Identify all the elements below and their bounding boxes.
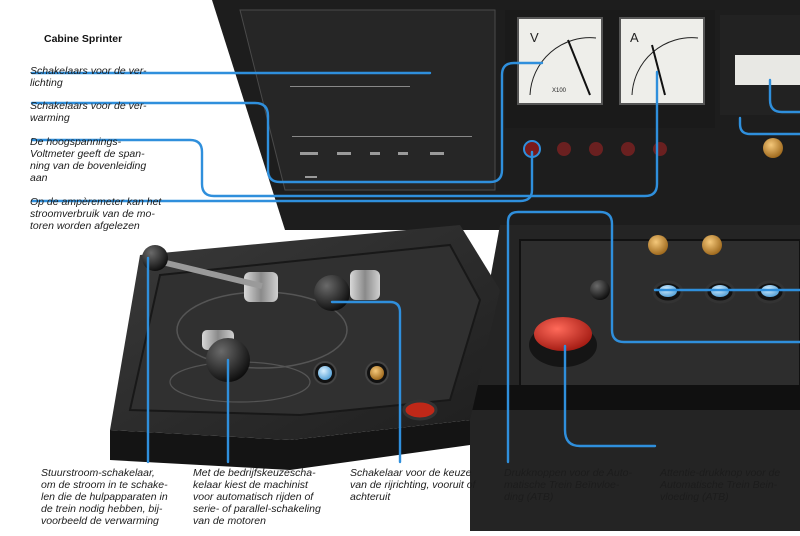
leader-top-right-lamp xyxy=(738,116,800,136)
leader-direction xyxy=(330,300,402,464)
caption-control-current: Stuurstroom-schakelaar, om de stroom in … xyxy=(41,467,168,527)
voltmeter-letter: V xyxy=(530,30,539,45)
right-gauge-window xyxy=(735,55,800,85)
upper-panel-switch-labels xyxy=(300,152,444,178)
right-console-ledge xyxy=(470,385,800,410)
caption-mode-selector: Met de bedrijfskeuzescha- kelaar kiest d… xyxy=(193,467,321,527)
leader-lines xyxy=(30,61,800,464)
leader-ammeter xyxy=(30,150,534,203)
desk-front xyxy=(110,420,470,470)
attention-button xyxy=(529,317,597,367)
leader-attention xyxy=(563,344,657,448)
caption-attention: Attentie-drukknop voor de Automatische T… xyxy=(660,467,781,503)
voltmeter: V X100 xyxy=(517,17,603,105)
ammeter: A xyxy=(619,17,705,105)
upper-panel-inner xyxy=(239,9,496,191)
desk-lamps xyxy=(313,361,438,421)
leader-heating xyxy=(30,61,544,184)
caption-direction: Schakelaar voor de keuze van de rijricht… xyxy=(350,467,476,503)
ammeter-letter: A xyxy=(630,30,639,45)
voltmeter-scale: X100 xyxy=(552,88,567,94)
annotation-voltmeter: De hoogspannings- Voltmeter geeft de spa… xyxy=(30,136,147,184)
leader-right-gauge xyxy=(768,78,800,114)
leader-voltmeter xyxy=(30,70,659,198)
upper-panel-divider-2 xyxy=(292,136,472,137)
atb-buttons xyxy=(590,235,786,304)
page-title: Cabine Sprinter xyxy=(44,33,123,45)
annotation-heating: Schakelaars voor de ver- warming xyxy=(30,100,147,124)
annotation-lighting: Schakelaars voor de ver- lichting xyxy=(30,65,147,89)
caption-atb-buttons: Drukknoppen voor de Auto- matische Trein… xyxy=(504,467,633,503)
annotation-ammeter: Op de ampèremeter kan het stroomverbruik… xyxy=(30,196,162,232)
upper-panel-divider xyxy=(290,86,410,87)
leader-atb-buttons xyxy=(506,210,800,464)
